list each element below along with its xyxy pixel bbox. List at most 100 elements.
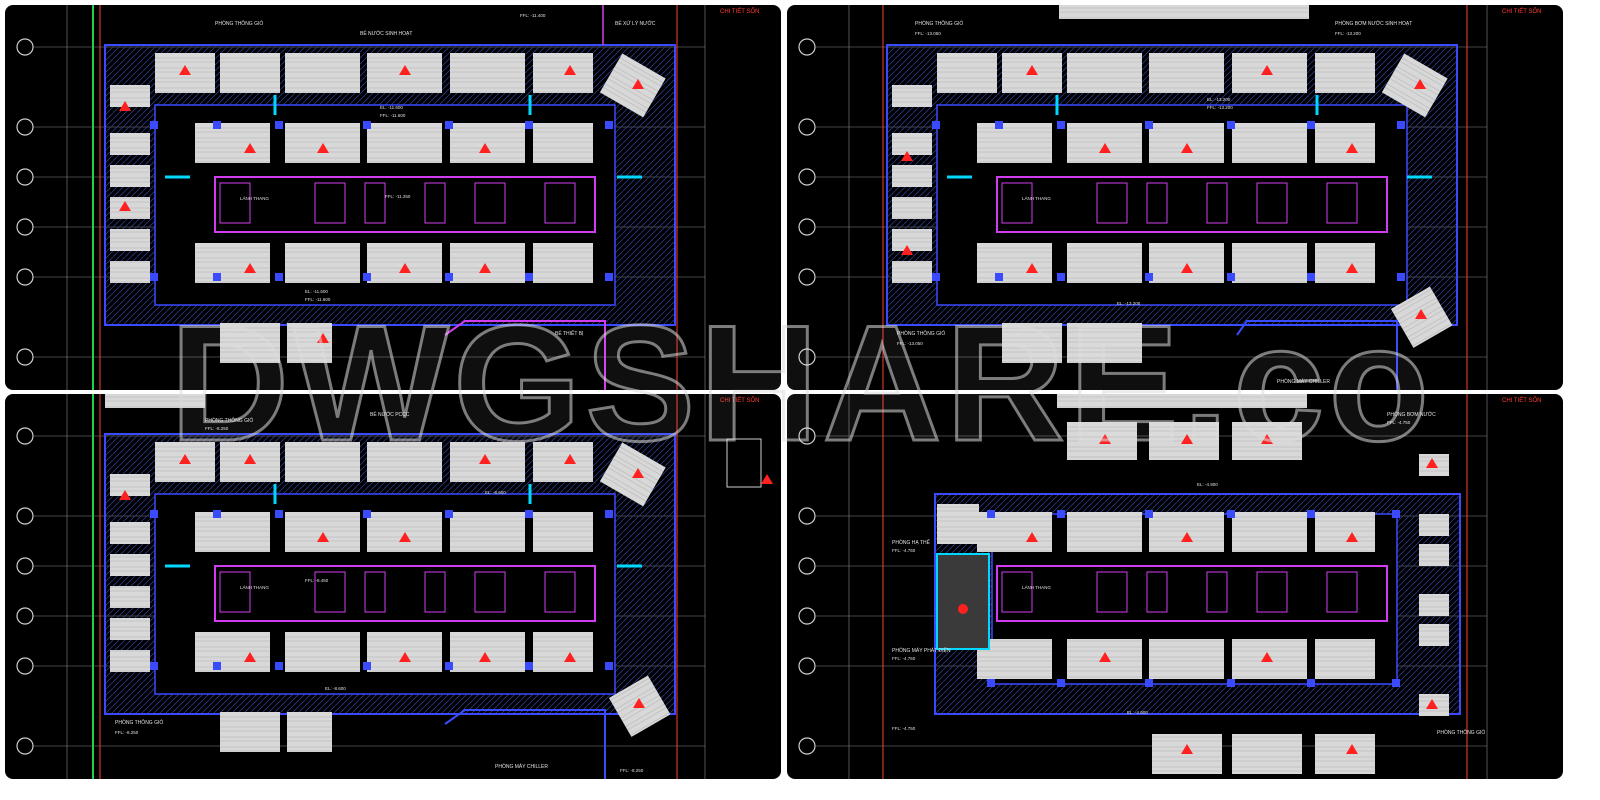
parking-angled (1381, 53, 1448, 118)
level-tag-6: FFL: -4.750 (892, 726, 916, 731)
core-area (996, 176, 1388, 233)
grid-axis-bubbles (16, 38, 34, 366)
entry-ramp (936, 553, 990, 650)
level-tag-3: FFL: -11.250 (385, 194, 411, 199)
core-rooms (1001, 571, 1358, 613)
room-label-c: BỂ XỬ LÝ NƯỚC (615, 20, 656, 27)
level-tag-6: FFL: -8.250 (620, 768, 644, 773)
floor-plan-panel-bottom-left: PHÒNG THÔNG GIÓ BỂ NƯỚC PCCC PHÒNG THÔNG… (5, 394, 781, 779)
room-label-b: BỂ NƯỚC SINH HOẠT (360, 30, 412, 37)
room-label-d: PHÒNG THÔNG GIÓ (1437, 729, 1485, 736)
parking-row-upper (977, 512, 1375, 552)
parking-row-bottom (220, 712, 332, 752)
room-label-c: PHÒNG THÔNG GIÓ (115, 719, 163, 726)
parking-number-markers (119, 454, 773, 708)
parking-column-left (892, 85, 932, 283)
parking-row-lower (977, 639, 1375, 679)
floor-plan-drawing: PHÒNG THÔNG GIÓ BỂ NƯỚC SINH HOẠT BỂ XỬ … (16, 5, 759, 390)
parking-row-bottom (220, 323, 332, 363)
level-tag-3: FFL: -13.200 (1207, 105, 1233, 110)
cyan-markers (165, 484, 642, 568)
parking-row-lower (977, 243, 1375, 283)
parking-row-upper (195, 123, 593, 163)
parking-row-upper (195, 512, 593, 552)
level-tag-2: EL: -4.900 (1197, 482, 1218, 487)
floor-plan-panel-bottom-right: PHÒNG BƠM NƯỚC PHÒNG HẠ THẾ PHÒNG MÁY PH… (787, 394, 1563, 779)
floor-plan-panel-top-left: PHÒNG THÔNG GIÓ BỂ NƯỚC SINH HOẠT BỂ XỬ … (5, 5, 781, 390)
room-label-a: PHÒNG THÔNG GIÓ (215, 20, 263, 27)
level-tag-2: FFL: -11.600 (380, 113, 406, 118)
core-rooms (219, 182, 576, 224)
stamp-label: CHI TIẾT SỐN (1502, 8, 1541, 15)
parking-row-lower (195, 632, 593, 672)
room-label-e: LÁNH THANG (1022, 584, 1051, 590)
parking-row-upper (977, 123, 1375, 163)
room-label-b: PHÒNG BƠM NƯỚC SINH HOẠT (1335, 20, 1412, 27)
floor-plan-drawing: PHÒNG THÔNG GIÓ PHÒNG BƠM NƯỚC SINH HOẠT… (798, 5, 1541, 390)
parking-row-lower (195, 243, 593, 283)
core-area (214, 176, 596, 233)
level-tag-4: FFL: -8.250 (115, 730, 139, 735)
room-label-e: LÁNH THANG (1022, 195, 1051, 201)
level-tag-4: FFL: -13.050 (897, 341, 923, 346)
stamp-label: CHI TIẾT SỐN (720, 397, 759, 404)
parking-number-markers (119, 65, 644, 343)
structural-columns (987, 510, 1400, 687)
level-tag-5: EL: -8.600 (325, 686, 346, 691)
level-tag-1: FFL: -8.250 (205, 426, 229, 431)
parking-column-left (110, 85, 150, 283)
room-label-b: PHÒNG HẠ THẾ (892, 539, 931, 546)
core-area (214, 565, 596, 622)
plant-room-outline (1236, 320, 1398, 390)
floor-plan-drawing: PHÒNG BƠM NƯỚC PHÒNG HẠ THẾ PHÒNG MÁY PH… (798, 394, 1541, 779)
room-label-d: BỂ THIẾT BỊ (555, 330, 583, 337)
level-tag-1: EL: -11.600 (380, 105, 403, 110)
structural-columns (932, 121, 1405, 281)
level-tag-4: FFL: -4.750 (892, 656, 916, 661)
grid-axis-bubbles (798, 38, 816, 366)
floor-plan-panel-top-right: PHÒNG THÔNG GIÓ PHÒNG BƠM NƯỚC SINH HOẠT… (787, 5, 1563, 390)
level-tag-6: FFL: -11.400 (520, 13, 546, 18)
structural-columns (150, 510, 613, 670)
level-tag-1: FFL: -4.750 (1387, 420, 1411, 425)
ramp-outline (444, 320, 606, 390)
stamp-label: CHI TIẾT SỐN (1502, 397, 1541, 404)
parking-strip-top (105, 394, 205, 408)
core-rooms (1001, 182, 1358, 224)
parking-strip-top (1057, 394, 1307, 408)
parking-row-bottom (1002, 323, 1142, 363)
room-label-b: BỂ NƯỚC PCCC (370, 411, 410, 418)
level-tag-5: EL: -13.200 (1117, 301, 1141, 306)
level-tag-2: EL: -8.600 (485, 490, 506, 495)
structural-columns (150, 121, 613, 281)
detail-box (726, 438, 762, 488)
room-label-e: LÁNH THANG (240, 584, 269, 590)
parking-column-left (110, 474, 150, 672)
room-label-c: PHÒNG MÁY PHÁT ĐIỆN (892, 646, 951, 654)
parking-number-markers (901, 65, 1427, 319)
level-tag-2: EL: -13.200 (1207, 97, 1231, 102)
no-entry-icon (958, 604, 968, 614)
cyan-markers (947, 95, 1432, 179)
room-label-e: LÁNH THANG (240, 195, 269, 201)
room-label-d: PHÒNG MÁY CHILLER (1277, 378, 1330, 385)
parking-column-left (937, 504, 979, 544)
grid-axis-bubbles (798, 427, 816, 755)
level-tag-1: FFL: -13.050 (915, 31, 941, 36)
parking-strip-top (1059, 5, 1309, 19)
core-rooms (219, 571, 576, 613)
room-label-c: PHÒNG THÔNG GIÓ (897, 330, 945, 337)
level-tag-4: EL: -11.600 (305, 289, 328, 294)
cyan-markers (165, 95, 642, 179)
floor-plan-drawing: PHÒNG THÔNG GIÓ BỂ NƯỚC PCCC PHÒNG THÔNG… (16, 394, 773, 779)
parking-row-bottom (1152, 734, 1375, 774)
stamp-label: CHI TIẾT SỐN (720, 8, 759, 15)
level-tag-3: FFL: -4.750 (892, 548, 916, 553)
parking-number-markers (1026, 434, 1438, 754)
level-tag-6: FFL: -13.200 (1335, 31, 1361, 36)
parking-angled (599, 442, 666, 507)
parking-angled (599, 53, 666, 118)
level-tag-5: EL: -4.900 (1127, 710, 1148, 715)
room-label-a: PHÒNG BƠM NƯỚC (1387, 411, 1436, 418)
grid-axis-bubbles (16, 427, 34, 755)
